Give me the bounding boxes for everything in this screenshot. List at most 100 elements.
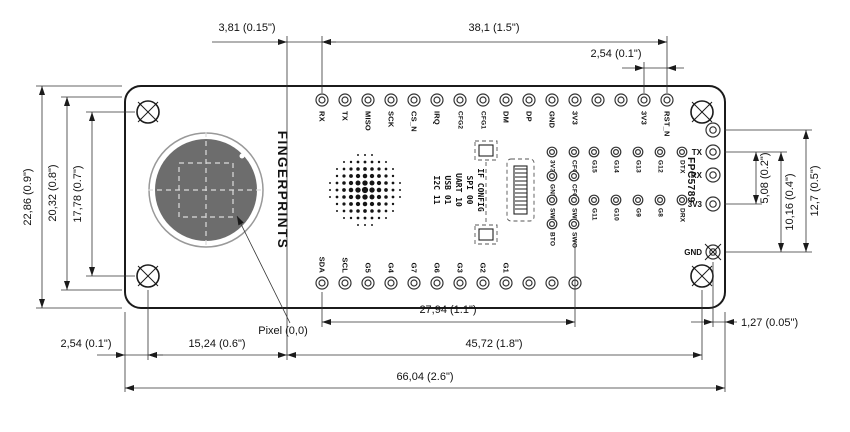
pixel-origin-label: Pixel (0,0) — [258, 325, 308, 337]
dimension-label: 10,16 (0.4") — [784, 173, 796, 230]
matrix-dot — [349, 167, 353, 171]
matrix-dot — [377, 174, 381, 178]
matrix-dot — [335, 202, 339, 206]
connector-body — [513, 165, 528, 215]
matrix-dot — [384, 174, 388, 178]
mounting-hole-top-left — [136, 100, 160, 124]
if-config-line: I2C 11 — [432, 176, 441, 205]
matrix-dot — [391, 202, 395, 206]
matrix-dot — [376, 187, 382, 193]
matrix-dot — [385, 161, 387, 163]
bottom-pin-pad-inner — [479, 279, 487, 287]
config-pad-inner — [570, 197, 577, 204]
top-pin-pad-inner — [594, 96, 602, 104]
top-pin-label: DP — [525, 111, 534, 122]
matrix-dot — [376, 180, 382, 186]
matrix-dot — [377, 160, 381, 164]
fingerprint-sensor — [148, 132, 264, 248]
matrix-dot — [392, 210, 394, 212]
model-text: FPC5789 — [685, 157, 696, 203]
dimension-label: 12,7 (0.5") — [809, 166, 821, 217]
matrix-dot — [335, 188, 339, 192]
hole-tick — [691, 265, 713, 287]
top-pin-pad-inner — [410, 96, 418, 104]
matrix-dot — [349, 160, 353, 164]
arrowhead — [704, 319, 713, 325]
top-pin-pad-inner — [479, 96, 487, 104]
arrowhead — [753, 152, 759, 161]
dimensions-layer: 3,81 (0.15")38,1 (1.5")2,54 (0.1")22,86 … — [22, 22, 821, 392]
top-pin-label: RX — [318, 111, 327, 122]
bottom-pin-label: G6 — [433, 263, 442, 273]
arrowhead — [278, 352, 287, 358]
matrix-dot — [349, 202, 353, 206]
mounting-hole-bottom-left — [136, 264, 160, 288]
top-pin-label: 3V3 — [640, 111, 649, 125]
g-pad-label: G10 — [613, 208, 620, 221]
arrowhead — [64, 281, 70, 290]
matrix-dot — [342, 181, 346, 185]
config-pad-inner — [548, 173, 555, 180]
g-pad-inner — [678, 197, 685, 204]
right-hole-label: 3V3 — [688, 200, 703, 209]
matrix-dot — [392, 168, 394, 170]
matrix-dot — [369, 201, 375, 207]
matrix-dot — [369, 194, 375, 200]
matrix-dot — [399, 182, 401, 184]
matrix-dot — [399, 196, 401, 198]
config-pad-label: SWO — [571, 232, 578, 248]
g-pad-label: G8 — [657, 208, 664, 217]
matrix-dot — [362, 201, 368, 207]
matrix-dot — [385, 217, 387, 219]
top-pin-label: CFG2 — [457, 111, 464, 129]
bottom-pin-pad-inner — [548, 279, 556, 287]
matrix-dot — [384, 195, 388, 199]
right-hole-tick — [704, 243, 722, 261]
arrowhead — [278, 39, 287, 45]
g-pad-label: G13 — [635, 160, 642, 173]
matrix-dot — [384, 167, 388, 171]
top-pin-label: 3V3 — [571, 111, 580, 125]
bottom-pin-pad-inner — [525, 279, 533, 287]
if-config-line: SPI 00 — [465, 176, 474, 205]
top-pin-label: RST_N — [663, 111, 672, 137]
bottom-pin-label: G3 — [456, 263, 465, 273]
matrix-dot — [348, 180, 354, 186]
matrix-dot — [355, 187, 361, 193]
right-hole-inner — [709, 148, 717, 156]
dimension-label: 20,32 (0.8") — [47, 164, 59, 221]
matrix-dot — [335, 195, 339, 199]
matrix-dot — [384, 188, 388, 192]
arrowhead — [322, 319, 331, 325]
matrix-dot — [364, 154, 366, 156]
top-pin-pad-inner — [640, 96, 648, 104]
connector — [506, 158, 535, 222]
dimension-label: 17,78 (0.7") — [72, 165, 84, 222]
matrix-dot — [369, 173, 375, 179]
matrix-dot — [355, 194, 361, 200]
matrix-dot — [377, 209, 381, 213]
arrowhead — [39, 86, 45, 95]
matrix-dot — [342, 209, 346, 213]
matrix-dot — [355, 180, 361, 186]
component-dashed-outline — [474, 224, 498, 245]
matrix-dot — [335, 181, 339, 185]
matrix-dot — [355, 201, 361, 207]
matrix-dot — [391, 181, 395, 185]
bottom-pin-pad-inner — [456, 279, 464, 287]
matrix-dot — [348, 194, 354, 200]
bottom-pin-pad-inner — [318, 279, 326, 287]
config-pad-label: BTO — [549, 232, 556, 246]
mounting-hole-top-right — [690, 100, 714, 124]
arrowhead — [778, 243, 784, 252]
bottom-pin-label: SCL — [341, 257, 350, 273]
bottom-pin-label: G2 — [479, 263, 488, 273]
matrix-dot — [384, 202, 388, 206]
dimension-label: 45,72 (1.8") — [465, 338, 522, 350]
sensor-dot-matrix — [329, 154, 401, 226]
top-pin-pad-inner — [663, 96, 671, 104]
arrowhead — [803, 130, 809, 139]
matrix-dot — [377, 202, 381, 206]
top-pin-label: CS_N — [410, 111, 419, 132]
dimension-label: 3,81 (0.15") — [218, 22, 275, 34]
